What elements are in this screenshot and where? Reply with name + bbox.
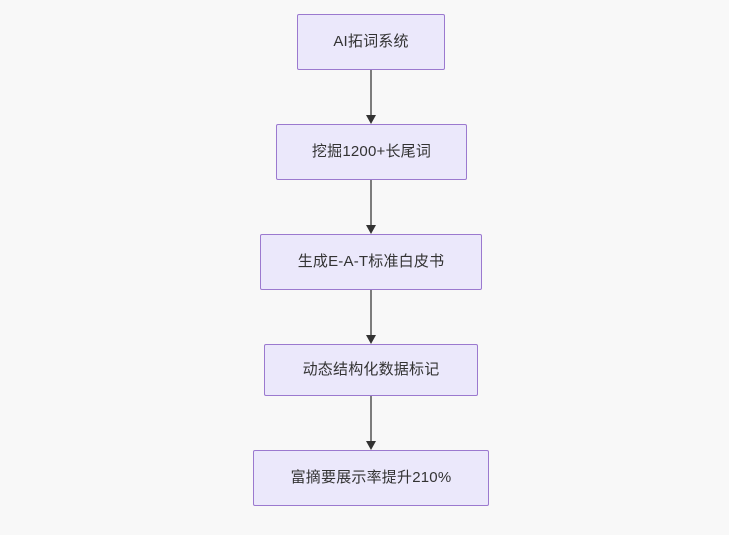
- flow-edge-1-to-2: [366, 70, 376, 124]
- flow-node-2[interactable]: 挖掘1200+长尾词: [276, 124, 467, 180]
- flow-edge-2-to-3: [366, 180, 376, 234]
- arrowhead-icon: [366, 441, 376, 450]
- flow-edge-4-to-5: [366, 396, 376, 450]
- flow-node-4-label: 动态结构化数据标记: [302, 361, 440, 378]
- edge-line: [370, 290, 372, 336]
- flow-edge-3-to-4: [366, 290, 376, 344]
- flow-node-3[interactable]: 生成E-A-T标准白皮书: [260, 234, 482, 290]
- arrowhead-icon: [366, 335, 376, 344]
- flow-node-2-label: 挖掘1200+长尾词: [311, 143, 432, 160]
- edge-line: [370, 396, 372, 442]
- flow-node-5-label: 富摘要展示率提升210%: [290, 469, 452, 486]
- flow-node-1[interactable]: AI拓词系统: [297, 14, 445, 70]
- flow-node-4[interactable]: 动态结构化数据标记: [264, 344, 478, 396]
- flow-node-1-label: AI拓词系统: [333, 33, 409, 50]
- flow-node-3-label: 生成E-A-T标准白皮书: [297, 253, 445, 270]
- arrowhead-icon: [366, 115, 376, 124]
- edge-line: [370, 180, 372, 226]
- flow-node-5[interactable]: 富摘要展示率提升210%: [253, 450, 489, 506]
- arrowhead-icon: [366, 225, 376, 234]
- edge-line: [370, 70, 372, 116]
